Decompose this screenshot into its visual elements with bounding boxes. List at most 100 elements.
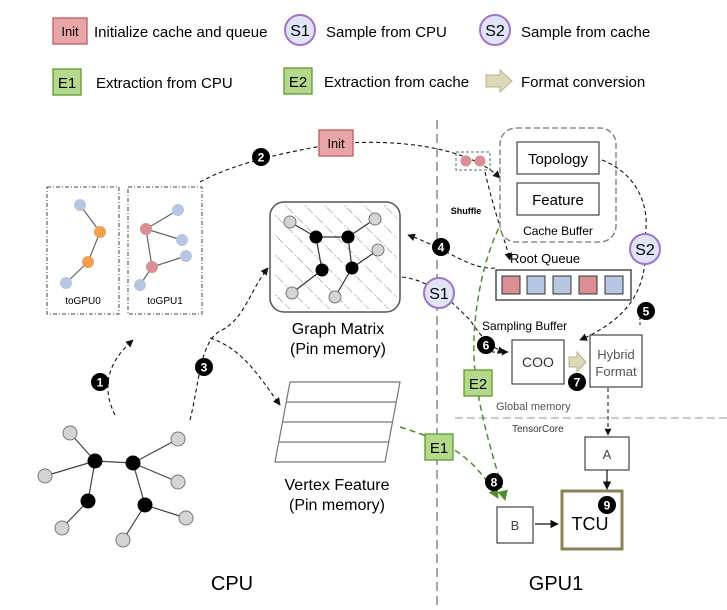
svg-text:9: 9	[604, 499, 611, 513]
root-queue-label: Root Queue	[510, 251, 580, 266]
svg-text:5: 5	[643, 305, 650, 319]
graph-matrix-title: Graph Matrix	[292, 321, 384, 338]
step-7-badge: 7	[568, 373, 586, 391]
legend-e2: E2 Extraction from cache	[283, 67, 469, 95]
s2-legend-text: Sample from cache	[521, 24, 650, 41]
node	[94, 226, 106, 238]
s1-marker: S1	[423, 277, 455, 309]
step-4-badge: 4	[432, 238, 450, 256]
s2-arrow-bottom	[579, 261, 646, 341]
shuffle-nodes: Shuffle	[451, 151, 491, 216]
node	[283, 215, 297, 229]
node	[172, 204, 184, 216]
topology-label: Topology	[528, 151, 589, 168]
vertex-feature-title: Vertex Feature	[285, 477, 390, 494]
hybrid-label-line1: Hybrid	[597, 347, 635, 362]
init-marker-label: Init	[327, 136, 345, 151]
input-graph	[37, 425, 194, 548]
vertex-feature: Vertex Feature (Pin memory)	[274, 381, 401, 514]
coo-label: COO	[522, 354, 554, 370]
cache-buffer-label: Cache Buffer	[523, 224, 593, 238]
hybrid-format-box	[589, 334, 643, 388]
step4-arrow	[407, 233, 496, 269]
cpu-label: CPU	[211, 573, 253, 595]
format-conversion-arrow-icon	[568, 350, 587, 374]
sampling-buffer: Sampling Buffer COO Hybrid Format Global…	[482, 319, 643, 435]
legend-s1: S1 Sample from CPU	[284, 14, 447, 46]
s2-badge-label: S2	[485, 23, 505, 40]
queue-slot	[526, 275, 546, 295]
partition-toGPU0: toGPU0	[46, 186, 120, 315]
partition0-label: toGPU0	[65, 296, 101, 307]
step-1-badge: 1	[91, 373, 109, 391]
e2-marker: E2	[463, 369, 493, 397]
queue-slot	[604, 275, 624, 295]
e1-marker-label: E1	[430, 440, 448, 457]
queue-slot	[552, 275, 572, 295]
init-legend-text: Initialize cache and queue	[94, 24, 267, 41]
step-2-badge: 2	[252, 148, 270, 166]
node	[140, 223, 152, 235]
node	[341, 230, 355, 244]
node	[285, 286, 299, 300]
node	[309, 230, 323, 244]
shuffle-label: Shuffle	[451, 206, 482, 216]
svg-text:8: 8	[491, 476, 498, 490]
e1-marker: E1	[424, 433, 454, 461]
legend-s2: S2 Sample from cache	[479, 14, 650, 46]
node	[170, 431, 186, 447]
node	[474, 155, 486, 167]
topology-box	[516, 141, 600, 175]
svg-text:4: 4	[438, 241, 445, 255]
node	[134, 279, 146, 291]
a-box	[584, 436, 630, 471]
global-memory-label: Global memory	[496, 401, 571, 413]
node	[37, 468, 53, 484]
node	[345, 261, 359, 275]
node	[176, 234, 188, 246]
svg-text:1: 1	[97, 376, 104, 390]
e2-badge-label: E2	[289, 74, 307, 91]
node	[178, 510, 194, 526]
e1-legend-text: Extraction from CPU	[96, 75, 233, 92]
node	[74, 199, 86, 211]
step-8-badge: 8	[485, 473, 503, 491]
gpu-label: GPU1	[529, 573, 583, 595]
vertex-feature-subtitle: (Pin memory)	[289, 497, 385, 514]
a-label: A	[603, 447, 612, 462]
graph-matrix: Graph Matrix (Pin memory)	[269, 201, 401, 358]
step-5-badge: 5	[637, 302, 655, 320]
node	[371, 243, 385, 257]
node	[115, 532, 131, 548]
step-6-badge: 6	[477, 336, 495, 354]
node	[180, 250, 192, 262]
sampling-buffer-label: Sampling Buffer	[482, 319, 567, 333]
node	[62, 425, 78, 441]
feature-label: Feature	[532, 192, 584, 209]
tcu-label: TCU	[572, 514, 609, 534]
step3-arrow-matrix	[189, 267, 269, 421]
node	[460, 155, 472, 167]
format-legend-text: Format conversion	[521, 74, 645, 91]
node	[170, 474, 186, 490]
format-arrow-icon	[485, 68, 513, 94]
node	[80, 493, 96, 509]
svg-text:3: 3	[201, 361, 208, 375]
node	[82, 256, 94, 268]
node	[328, 290, 342, 304]
svg-text:2: 2	[258, 151, 265, 165]
node	[368, 212, 382, 226]
graph-matrix-subtitle: (Pin memory)	[290, 341, 386, 358]
queue-slot	[578, 275, 598, 295]
queue-slot	[501, 275, 521, 295]
e2-legend-text: Extraction from cache	[324, 74, 469, 91]
shuffle-arrow	[484, 171, 513, 261]
init-badge-label: Init	[61, 24, 79, 39]
partition-toGPU1: toGPU1	[127, 186, 203, 315]
s1-legend-text: Sample from CPU	[326, 24, 447, 41]
node	[137, 497, 153, 513]
partition1-label: toGPU1	[147, 296, 183, 307]
node	[146, 261, 158, 273]
step3-arrow-feature	[209, 337, 281, 406]
